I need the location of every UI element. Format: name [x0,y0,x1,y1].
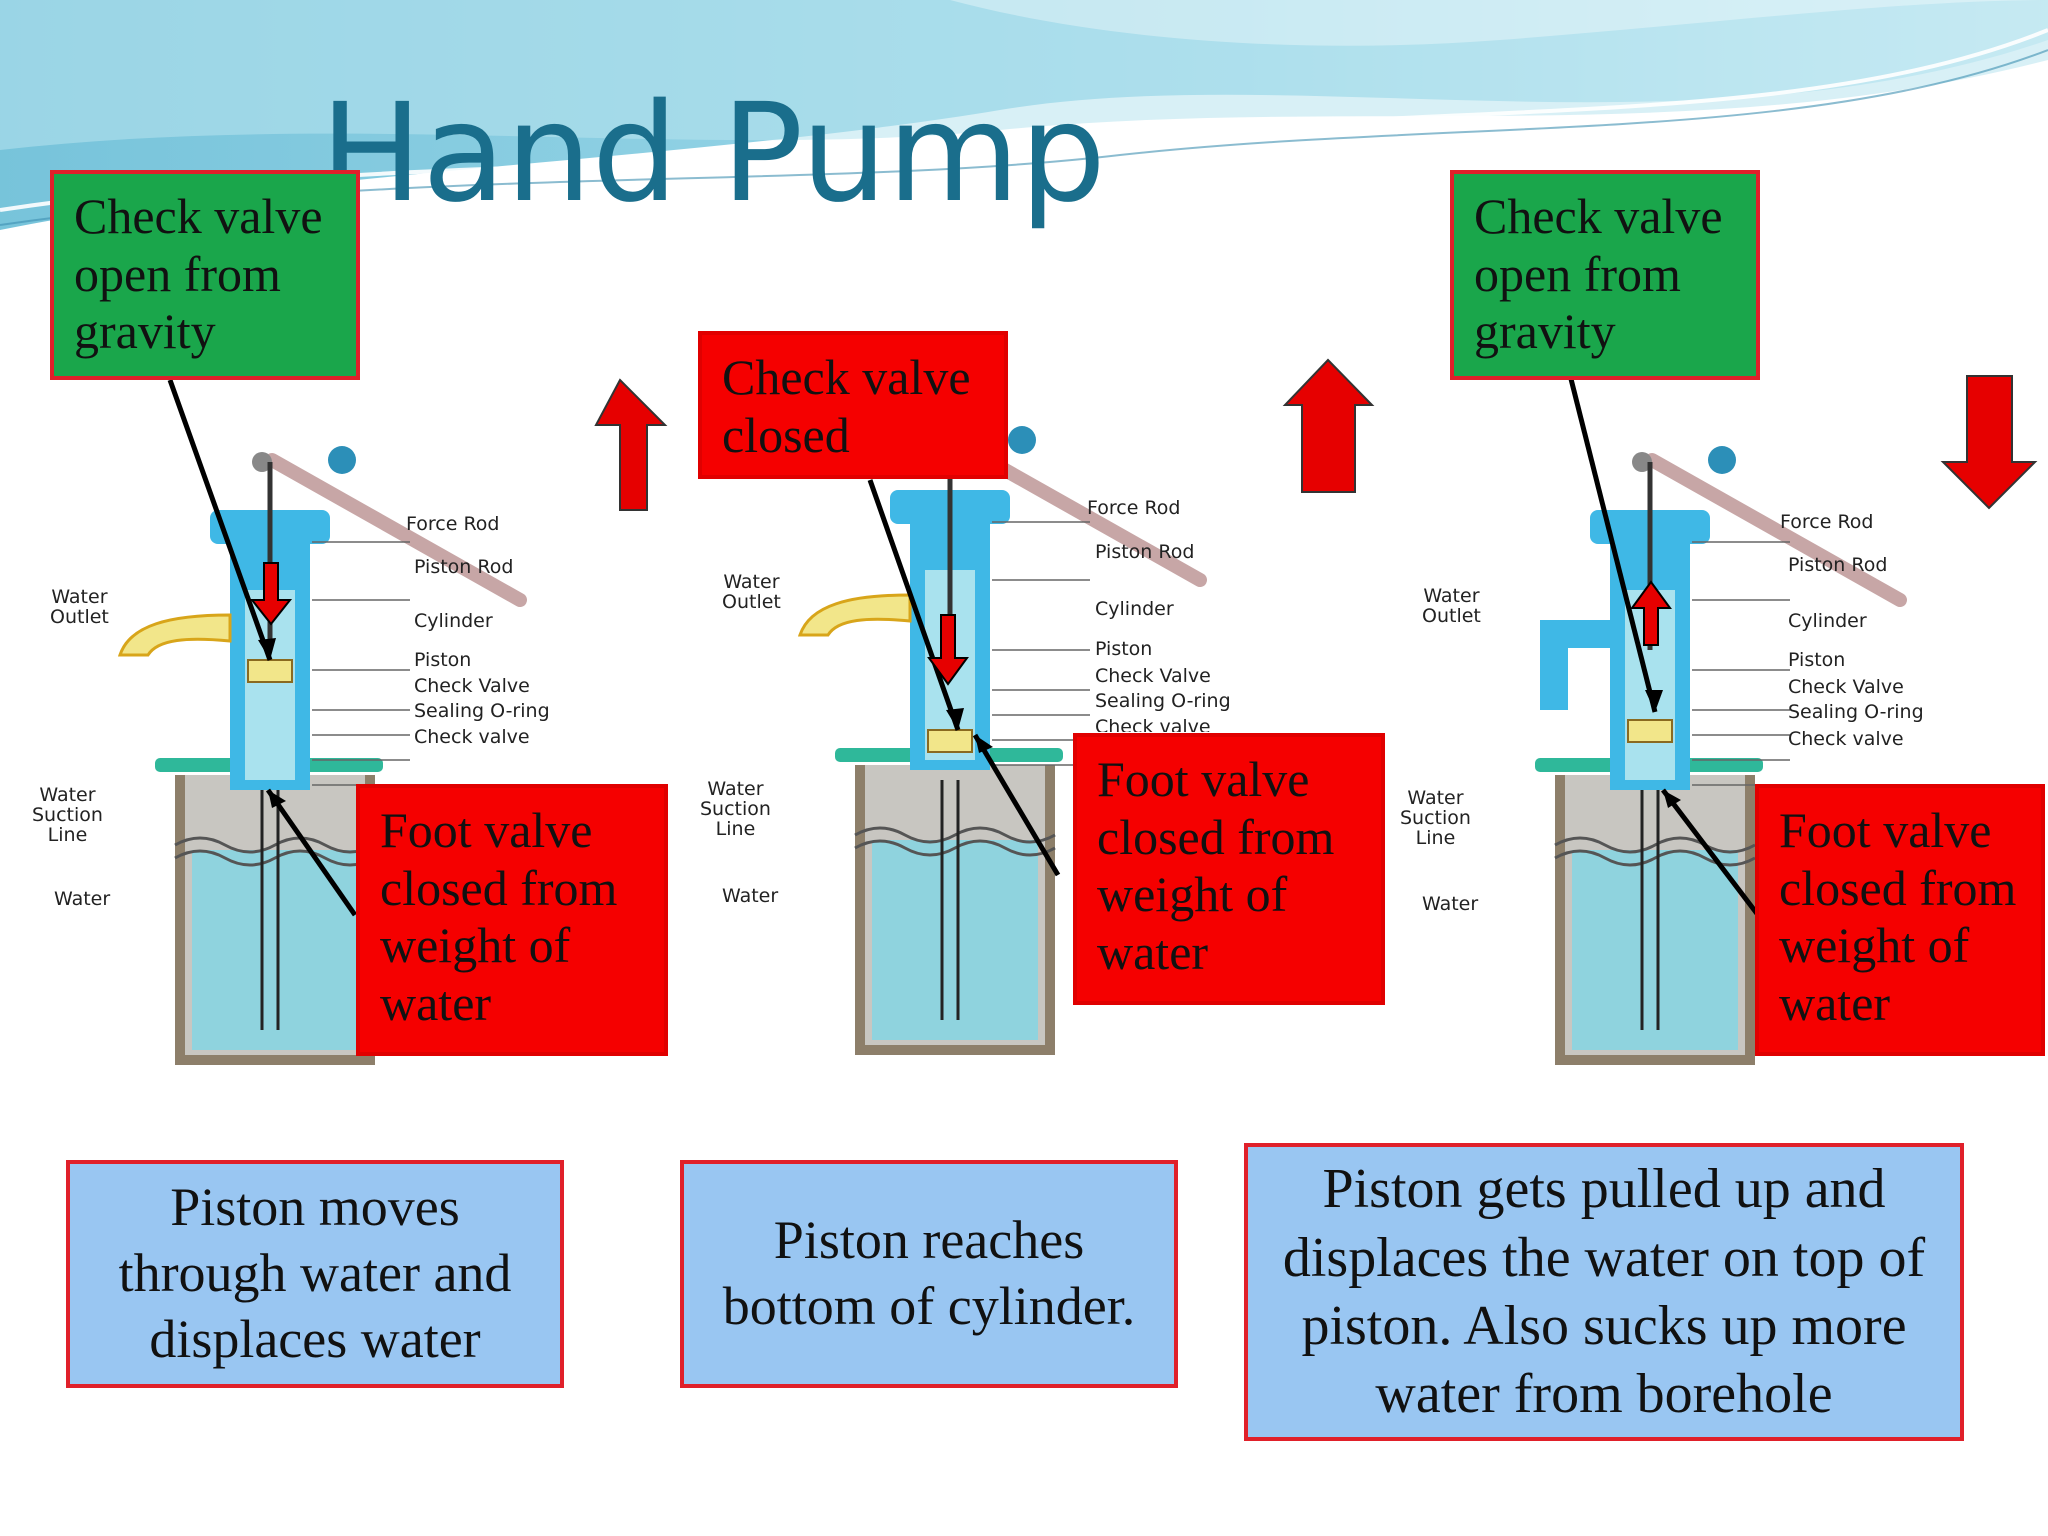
label-piston-rod: Piston Rod [1788,554,1888,576]
callout-check-valve-closed: Check valve closed [698,331,1008,479]
pointer-head [268,790,286,808]
arrow-down-icon [1940,375,2038,510]
piston [1627,719,1673,743]
label-sealing-oring: Sealing O-ring [414,700,550,722]
pointer-head [1663,790,1681,808]
label-check-valve-lower: Check valve [1095,718,1211,732]
arrow-up-icon [594,378,668,511]
label-cylinder: Cylinder [1788,610,1867,632]
handle-joint [1708,446,1736,474]
label-piston: Piston [1095,638,1153,660]
handle-pivot [1632,452,1652,472]
well-water [1572,850,1738,1050]
label-water: Water [54,888,111,910]
callout-foot-valve: Foot valve closed from weight of water [1073,733,1385,1005]
label-cylinder: Cylinder [414,610,493,632]
caption-step-3: Piston gets pulled up and displaces the … [1244,1143,1964,1441]
well-water [872,840,1038,1040]
label-check-valve: Check Valve [414,675,530,697]
pointer-line [867,479,961,731]
pointer-line [1567,374,1658,713]
label-force-rod: Force Rod [406,513,500,535]
caption-step-1: Piston moves through water and displaces… [66,1160,564,1388]
pointer-head [258,638,276,660]
handle-joint [328,446,356,474]
label-check-valve-lower: Check valve [1788,728,1904,750]
page-title: Hand Pump [320,75,1106,233]
handle-joint [1008,426,1036,454]
label-water: Water [1422,893,1479,915]
label-force-rod: Force Rod [1087,497,1181,519]
label-sealing-oring: Sealing O-ring [1095,690,1231,712]
label-sealing-oring: Sealing O-ring [1788,701,1924,723]
pointer-line [972,733,1061,877]
callout-check-valve-open: Check valve open from gravity [1450,170,1760,380]
label-cylinder: Cylinder [1095,598,1174,620]
break-line [854,826,1056,844]
caption-step-2: Piston reaches bottom of cylinder. [680,1160,1178,1388]
valve-up-arrow [1630,580,1672,646]
water-spout [117,613,232,657]
label-check-valve: Check Valve [1095,665,1211,687]
valve-down-arrow [249,562,293,626]
pointer-head [975,735,993,753]
piston [927,729,973,753]
water-spout [1540,620,1610,710]
pointer-line [265,788,358,917]
label-force-rod: Force Rod [1780,511,1874,533]
pointer-head [1645,690,1663,712]
break-line [174,849,376,867]
label-check-valve-lower: Check valve [414,726,530,748]
valve-down-arrow [927,614,969,686]
water-spout [797,593,912,637]
label-water: Water [722,885,779,907]
callout-foot-valve: Foot valve closed from weight of water [356,784,668,1056]
break-line [174,836,376,854]
pump-handle [1645,453,1907,607]
label-piston-rod: Piston Rod [1095,541,1195,563]
handle-pivot [252,452,272,472]
pointer-line [167,379,273,661]
callout-check-valve-open: Check valve open from gravity [50,170,360,380]
label-piston: Piston [414,649,472,671]
arrow-up-icon [1282,358,1375,493]
label-check-valve: Check Valve [1788,676,1904,698]
break-line [854,839,1056,857]
pump-handle [265,453,527,607]
pointer-head [946,708,964,730]
label-piston: Piston [1788,649,1846,671]
break-line [1554,836,1756,854]
callout-foot-valve: Foot valve closed from weight of water [1755,784,2045,1056]
label-piston-rod: Piston Rod [414,556,514,578]
pointer-line [1661,788,1760,917]
